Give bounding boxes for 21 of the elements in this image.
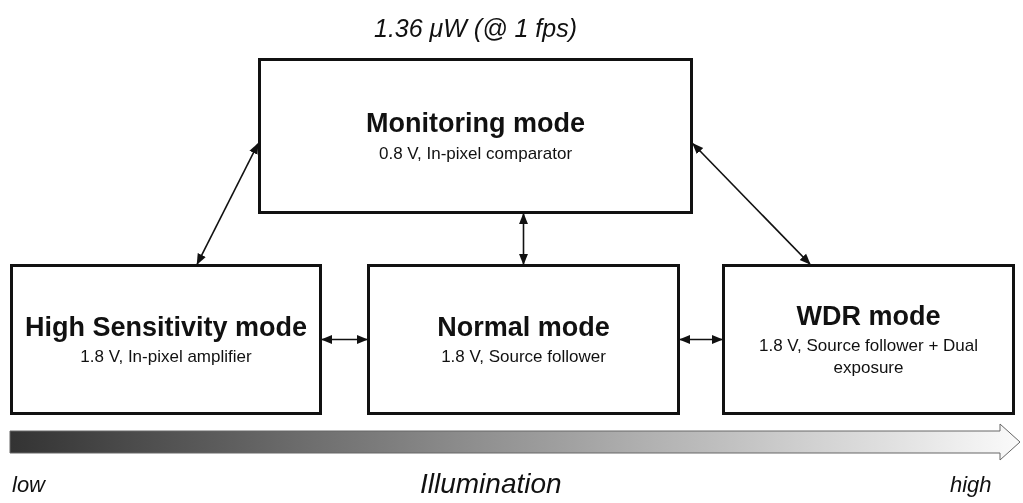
mode-box [722, 264, 1015, 415]
mode-box [258, 58, 693, 214]
mode-title: Normal mode [437, 310, 610, 344]
mode-title: Monitoring mode [366, 107, 585, 141]
double-arrow [196, 142, 259, 265]
mode-description: 1.8 V, In-pixel amplifier [80, 346, 252, 369]
axis-title: Illumination [420, 468, 562, 500]
double-arrow [320, 335, 369, 344]
mode-description: 1.8 V, Source follower + Dual exposure [757, 335, 980, 380]
axis-end-label: high [950, 472, 992, 498]
mode-box [367, 264, 680, 415]
double-arrow [519, 212, 528, 266]
double-arrow [692, 143, 811, 265]
power-label: 1.36 μW (@ 1 fps) [374, 14, 577, 43]
mode-description: 0.8 V, In-pixel comparator [378, 142, 573, 165]
mode-title: WDR mode [796, 299, 941, 333]
mode-description: 1.8 V, Source follower [441, 346, 606, 369]
mode-title: High Sensitivity mode [24, 310, 308, 344]
axis-end-label: low [12, 472, 45, 498]
mode-box [10, 264, 322, 415]
double-arrow [678, 335, 724, 344]
